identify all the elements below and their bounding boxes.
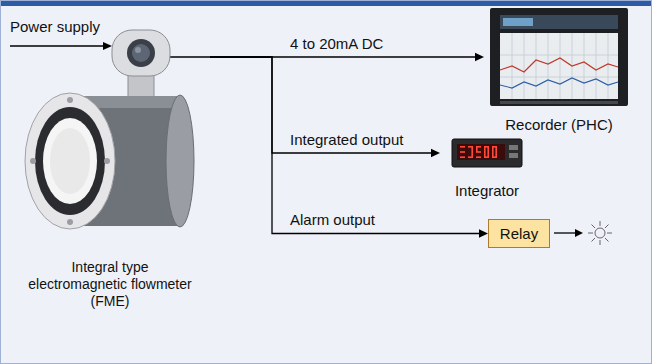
flowmeter-node: Integral type electromagnetic flowmeter …	[10, 10, 210, 312]
node-label: Relay	[500, 225, 538, 243]
signal-label: Power supply	[10, 18, 100, 36]
signal-connector	[210, 57, 488, 238]
relay-box: Relay	[488, 219, 550, 248]
arrow-head	[431, 149, 440, 157]
signal-connector	[210, 57, 440, 157]
node-caption: Recorder (PHC)	[484, 116, 634, 134]
power-arrow	[10, 42, 112, 50]
edge-label: 4 to 20mA DC	[290, 35, 383, 53]
lamp-arrow	[554, 229, 583, 237]
node-caption: Integral type electromagnetic flowmeter …	[10, 259, 210, 310]
node-label: Integrator	[442, 182, 532, 200]
edge-label: Integrated output	[290, 131, 403, 149]
arrow-head	[479, 229, 488, 237]
arrow-head	[475, 53, 484, 61]
recorder-drawing	[490, 8, 628, 106]
node-label: Recorder (PHC)	[486, 116, 632, 134]
flowmeter-drawing	[25, 30, 211, 229]
edge-label: Alarm output	[290, 211, 375, 229]
recorder-node: Recorder (PHC)	[484, 4, 634, 136]
node-caption: Integrator	[440, 182, 534, 200]
lamp-symbol	[588, 221, 612, 245]
node-label: Integral type electromagnetic flowmeter …	[24, 259, 196, 310]
integrator-node: Integrator	[440, 134, 534, 202]
connector-line	[210, 57, 480, 234]
connector-line	[210, 57, 432, 153]
integrator-drawing	[452, 139, 522, 167]
